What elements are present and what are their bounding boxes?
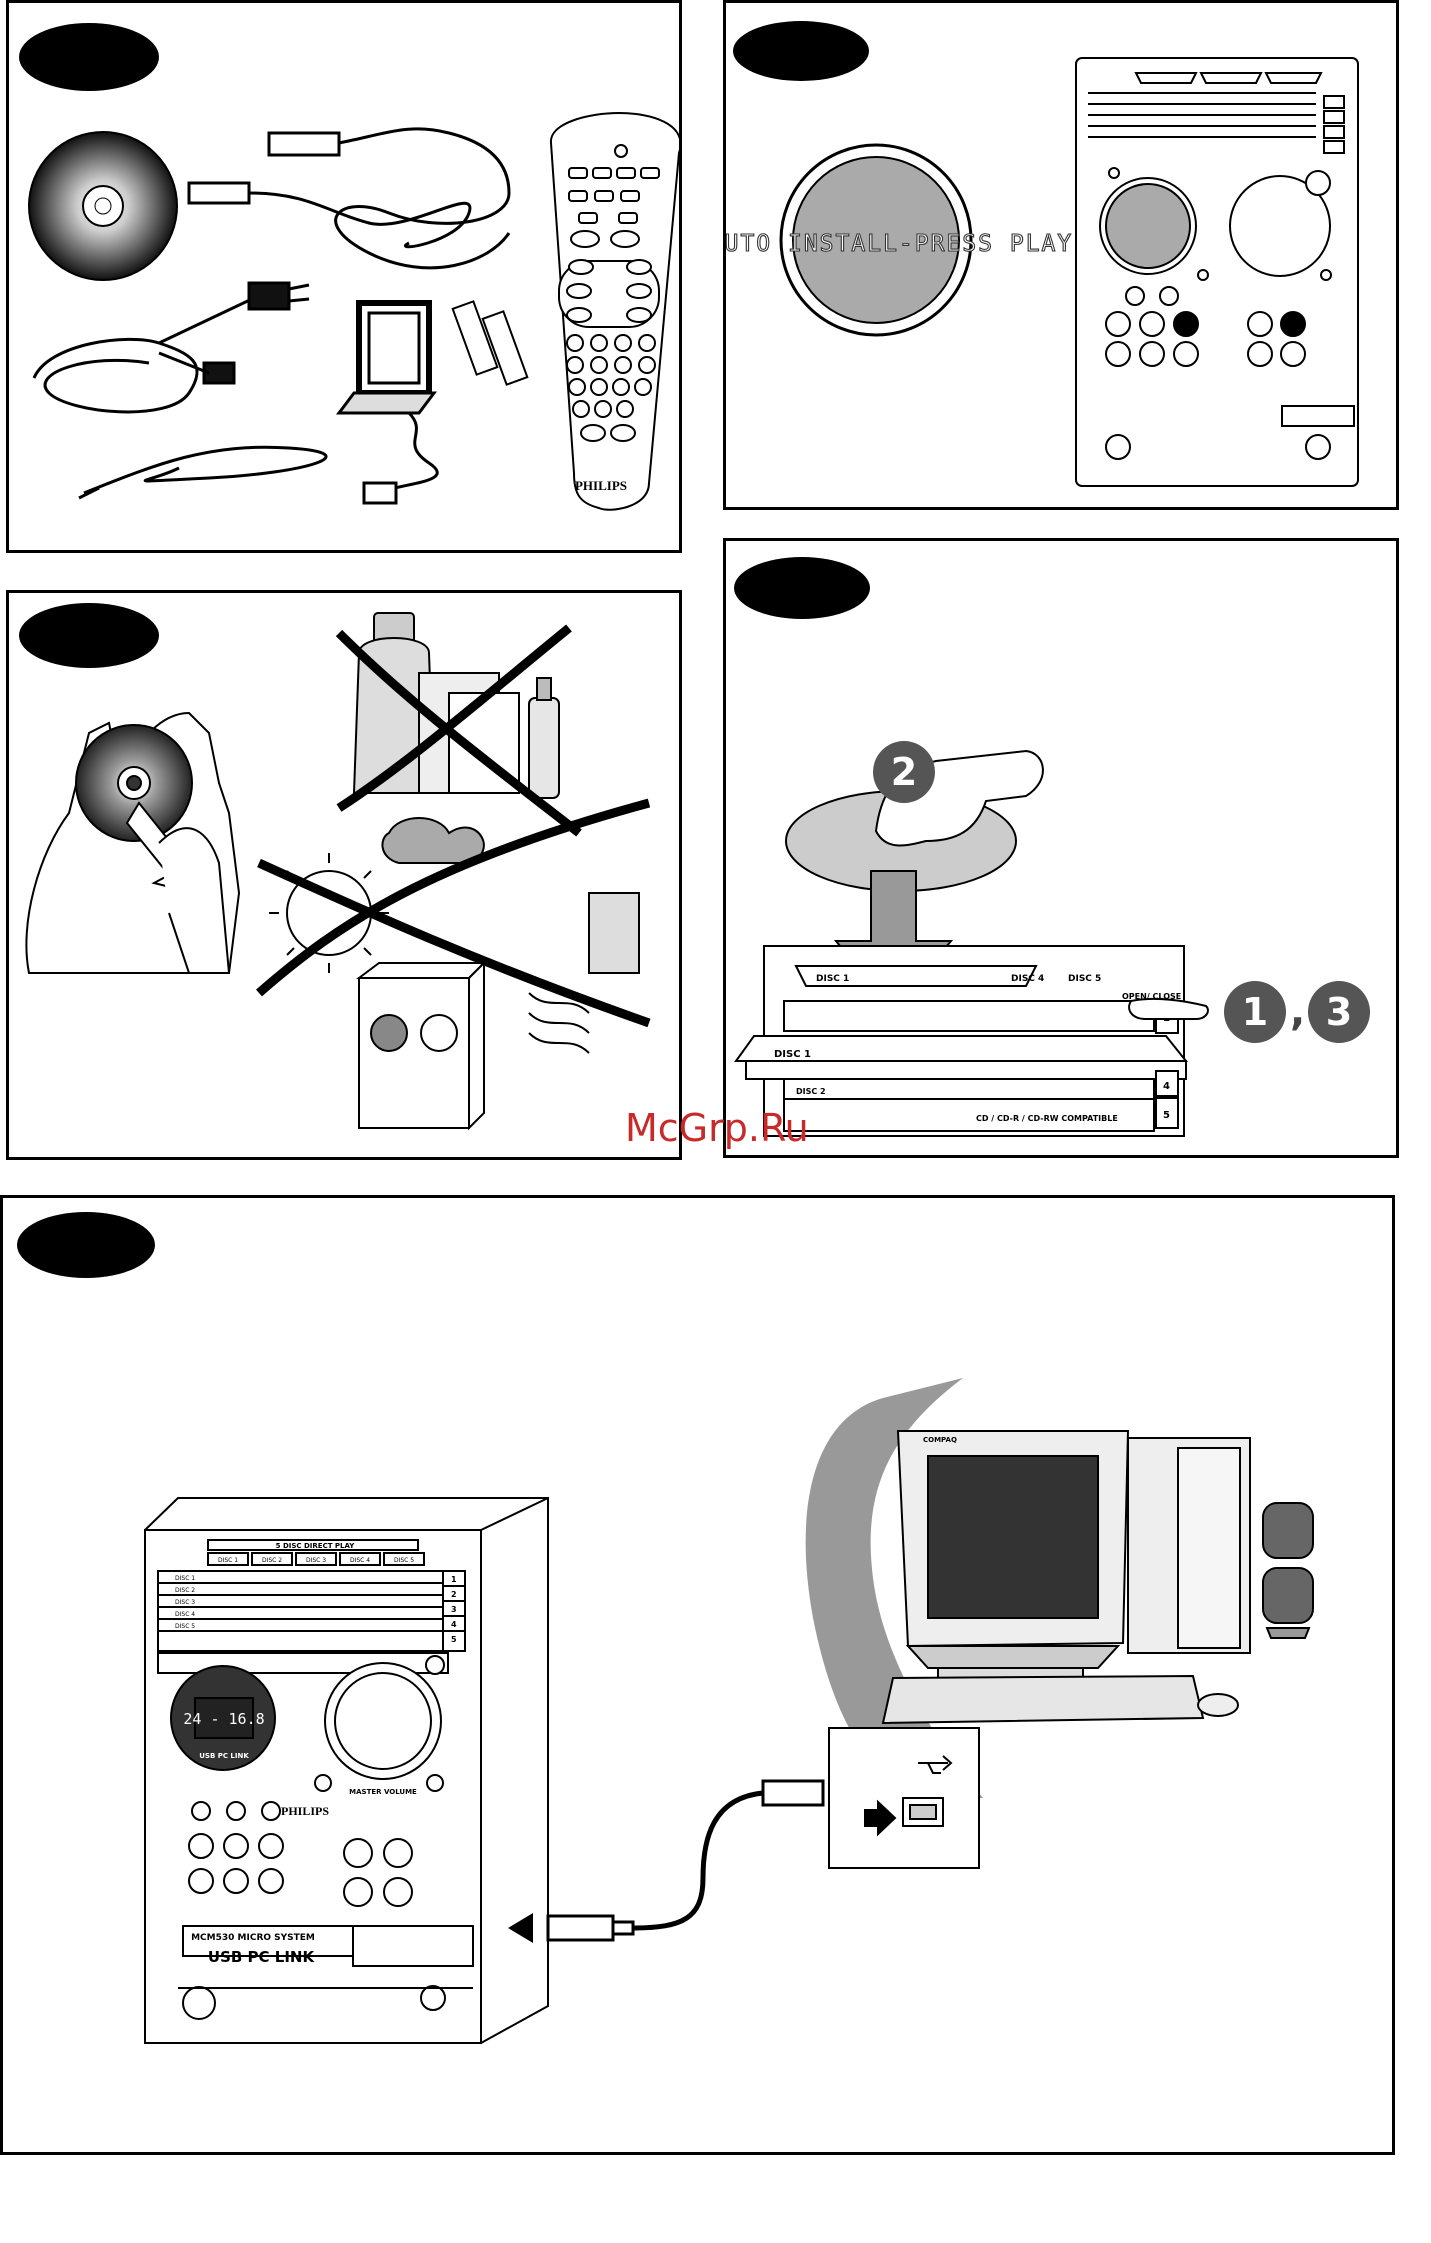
usb-connection-panel: 5 DISC DIRECT PLAY DISC 1 DISC 2 DISC 3 …	[0, 1195, 1395, 2155]
compat-label: CD / CD-R / CD-RW COMPATIBLE	[976, 1114, 1118, 1123]
disc-care-panel	[6, 590, 682, 1160]
step-badge	[19, 603, 159, 668]
tray-label-1: DISC 1	[816, 974, 849, 984]
hand-holding-disc-icon	[25, 711, 241, 974]
finger-press-icon	[1128, 997, 1209, 1020]
cross-out-mark	[256, 798, 651, 1028]
model-label: MCM530 MICRO SYSTEM	[191, 1933, 315, 1943]
slot-3: 3	[451, 1605, 457, 1614]
tray-label-4: DISC 4	[1011, 974, 1044, 984]
disc2-label: DISC 2	[796, 1087, 826, 1096]
step-badge	[19, 23, 159, 91]
pc-computer-icon	[881, 1430, 1314, 1725]
usb-cable-icon	[187, 127, 511, 270]
disc-button-5: DISC 5	[394, 1557, 414, 1564]
disc-row-5: DISC 5	[175, 1623, 195, 1630]
watermark: McGrp.Ru	[625, 1106, 809, 1150]
slot-2: 2	[451, 1590, 457, 1599]
micro-system-icon	[144, 1497, 549, 2044]
power-cord-icon	[32, 281, 310, 414]
am-loop-antenna-icon	[336, 300, 439, 505]
step-2-badge: 2	[873, 741, 935, 803]
unit-usb-label: USB PC LINK	[199, 1752, 249, 1760]
step-badge	[733, 21, 869, 81]
step-badge	[734, 557, 870, 619]
disc-button-2: DISC 2	[262, 1557, 282, 1564]
cd-rom-icon	[28, 131, 178, 281]
round-display-icon	[779, 143, 973, 337]
step-3-badge: 3	[1308, 981, 1370, 1043]
disc-button-4: DISC 4	[350, 1557, 370, 1564]
disc-loading-panel: DISC 1 DISC 4 DISC 5 DISC 1 DISC 2 OPEN/…	[723, 538, 1399, 1158]
usb-symbol-icon	[927, 1762, 941, 1774]
no-cleaning-chemicals-icon	[352, 612, 560, 799]
step-1-badge: 1	[1224, 981, 1286, 1043]
connection-swoosh	[805, 1378, 983, 1798]
unit-brand: PHILIPS	[281, 1804, 329, 1818]
disc-button-1: DISC 1	[218, 1557, 238, 1564]
open-close-label: OPEN/ CLOSE	[1122, 992, 1181, 1001]
mini-system-icon	[356, 960, 487, 1131]
disc-row-1: DISC 1	[175, 1575, 195, 1582]
step-comma: ,	[1290, 989, 1306, 1035]
tray-disc-label: DISC 1	[774, 1049, 811, 1060]
step-badge	[17, 1212, 155, 1278]
slot-5: 5	[451, 1635, 457, 1644]
speaker-wire-icon	[78, 445, 328, 500]
unit-lcd: 24 - 16.8	[183, 1710, 264, 1728]
system-front-panel-icon	[1075, 57, 1359, 487]
usb-port-inset	[828, 1727, 980, 1869]
slot-5: 5	[1163, 1110, 1170, 1121]
no-heat-sun-icon	[269, 817, 640, 1054]
lcd-message: AUTO INSTALL-PRESS PLAY	[726, 231, 1073, 257]
slot-1: 1	[451, 1575, 457, 1584]
pc-brand: COMPAQ	[923, 1436, 957, 1444]
master-volume-label: MASTER VOLUME	[349, 1788, 417, 1796]
batteries-icon	[451, 300, 529, 386]
disc-row-2: DISC 2	[175, 1587, 195, 1594]
display-panel: AUTO INSTALL-PRESS PLAY	[723, 0, 1399, 510]
slot-4: 4	[451, 1620, 457, 1629]
disc-row-4: DISC 4	[175, 1611, 195, 1618]
remote-control-icon	[549, 111, 679, 511]
remote-brand-text: PHILIPS	[575, 478, 627, 493]
cross-out-mark	[335, 624, 582, 837]
model-usb-label: USB PC LINK	[208, 1948, 316, 1966]
accessories-panel: PHILIPS	[6, 0, 682, 553]
disc-row-3: DISC 3	[175, 1599, 195, 1606]
disc-button-3: DISC 3	[306, 1557, 326, 1564]
slot-4: 4	[1163, 1081, 1170, 1092]
usb-cable-icon	[508, 1779, 825, 1943]
tray-label-5: DISC 5	[1068, 974, 1101, 984]
direct-play-label: 5 DISC DIRECT PLAY	[276, 1542, 356, 1550]
